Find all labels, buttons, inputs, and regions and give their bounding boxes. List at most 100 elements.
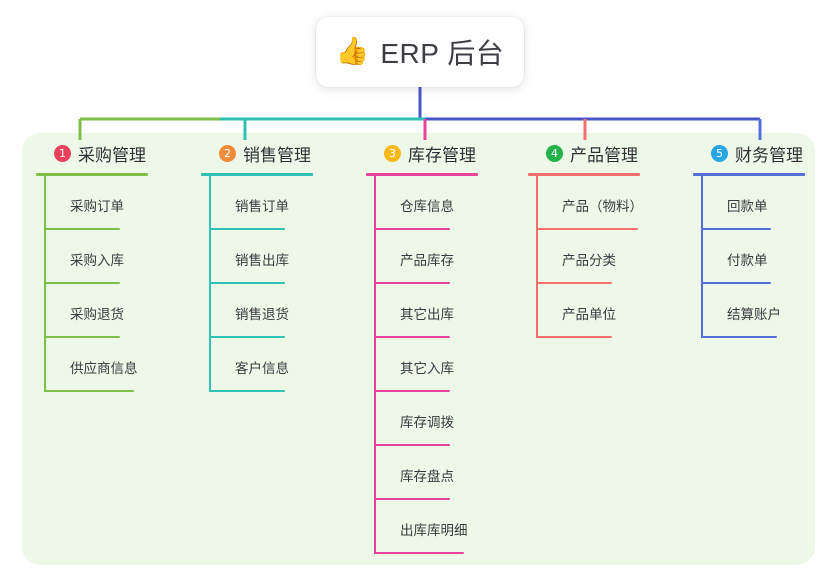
branch-item-label: 采购订单: [70, 199, 124, 214]
branch-item[interactable]: 采购订单: [44, 176, 124, 230]
branch-item-underline: [374, 552, 464, 554]
branch-header-5[interactable]: 5 财务管理: [693, 140, 805, 166]
branch-item[interactable]: 产品单位: [536, 284, 616, 338]
branch-item-underline: [209, 336, 285, 338]
branch-item-label: 采购退货: [70, 307, 124, 322]
branch-item[interactable]: 销售退货: [209, 284, 289, 338]
branch-item[interactable]: 付款单: [701, 230, 775, 284]
branch-item-underline: [209, 228, 285, 230]
branch-underline-1: [36, 173, 148, 176]
branch-item-label: 结算账户: [727, 307, 781, 322]
branch-badge-4: 4: [546, 144, 563, 162]
branch-item-label: 产品库存: [400, 253, 454, 268]
branch-item-underline: [701, 282, 771, 284]
root-title: ERP 后台: [380, 38, 505, 69]
branch-item[interactable]: 库存调拨: [374, 392, 454, 446]
branch-underline-2: [201, 173, 313, 176]
branch-items-1: 采购订单采购入库采购退货供应商信息: [36, 176, 148, 392]
branch-underline-5: [693, 173, 805, 176]
branch-item-underline: [44, 228, 120, 230]
branches-panel: [22, 133, 815, 565]
branch-spine-5: [701, 176, 703, 338]
branch-item-underline: [374, 282, 450, 284]
branch-item[interactable]: 供应商信息: [44, 338, 138, 392]
branch-item-underline: [701, 336, 777, 338]
branch-item[interactable]: 客户信息: [209, 338, 289, 392]
branch-item-underline: [44, 282, 120, 284]
branch-column-1: 1 采购管理采购订单采购入库采购退货供应商信息: [36, 140, 148, 392]
branch-badge-1: 1: [54, 144, 71, 162]
branch-items-3: 仓库信息产品库存其它出库其它入库库存调拨库存盘点出库库明细: [366, 176, 478, 554]
branch-item[interactable]: 采购退货: [44, 284, 124, 338]
branch-items-5: 回款单付款单结算账户: [693, 176, 805, 338]
branch-title-3: 库存管理: [408, 145, 476, 165]
branch-item[interactable]: 仓库信息: [374, 176, 454, 230]
branch-item[interactable]: 产品（物料）: [536, 176, 643, 230]
branch-item-label: 供应商信息: [70, 361, 138, 376]
branch-item[interactable]: 采购入库: [44, 230, 124, 284]
branch-item[interactable]: 产品分类: [536, 230, 616, 284]
branch-title-1: 采购管理: [78, 145, 146, 165]
branch-column-2: 2 销售管理销售订单销售出库销售退货客户信息: [201, 140, 313, 392]
branch-spine-1: [44, 176, 46, 392]
branch-title-2: 销售管理: [243, 145, 311, 165]
branch-item-label: 付款单: [727, 253, 768, 268]
branch-header-3[interactable]: 3 库存管理: [366, 140, 478, 166]
branch-item[interactable]: 销售出库: [209, 230, 289, 284]
branch-item-label: 库存盘点: [400, 469, 454, 484]
branch-item-label: 其它出库: [400, 307, 454, 322]
branch-column-5: 5 财务管理回款单付款单结算账户: [693, 140, 805, 338]
branch-item-label: 回款单: [727, 199, 768, 214]
branch-item-label: 客户信息: [235, 361, 289, 376]
branch-item-underline: [209, 282, 285, 284]
branch-title-5: 财务管理: [735, 145, 803, 165]
branch-item-underline: [374, 336, 450, 338]
branch-item[interactable]: 结算账户: [701, 284, 781, 338]
branch-column-3: 3 库存管理仓库信息产品库存其它出库其它入库库存调拨库存盘点出库库明细: [366, 140, 478, 554]
branch-item[interactable]: 出库库明细: [374, 500, 468, 554]
branch-underline-4: [528, 173, 640, 176]
branch-item-label: 销售退货: [235, 307, 289, 322]
branch-items-4: 产品（物料） 产品分类产品单位: [528, 176, 643, 338]
branch-item-label: 仓库信息: [400, 199, 454, 214]
thumbs-up-icon: 👍: [335, 35, 370, 67]
branch-spine-4: [536, 176, 538, 338]
branch-item-underline: [536, 336, 612, 338]
branch-item[interactable]: 其它出库: [374, 284, 454, 338]
branch-item-label: 产品分类: [562, 253, 616, 268]
branch-badge-2: 2: [219, 144, 236, 162]
branch-item-underline: [374, 228, 450, 230]
branch-item-label: 销售订单: [235, 199, 289, 214]
branch-item-label: 库存调拨: [400, 415, 454, 430]
branch-item-label: 销售出库: [235, 253, 289, 268]
branch-badge-3: 3: [384, 144, 401, 162]
branch-item-label: 产品（物料）: [562, 199, 643, 214]
branch-underline-3: [366, 173, 478, 176]
branch-item-label: 产品单位: [562, 307, 616, 322]
branch-item-underline: [44, 336, 120, 338]
branch-item-underline: [374, 444, 450, 446]
branch-item-label: 其它入库: [400, 361, 454, 376]
branch-items-2: 销售订单销售出库销售退货客户信息: [201, 176, 313, 392]
branch-item-underline: [44, 390, 134, 392]
root-node[interactable]: 👍 ERP 后台: [316, 17, 524, 87]
branch-item-underline: [701, 228, 771, 230]
branch-item-underline: [536, 282, 612, 284]
branch-item-label: 采购入库: [70, 253, 124, 268]
branch-item-underline: [374, 498, 450, 500]
branch-item[interactable]: 其它入库: [374, 338, 454, 392]
branch-header-2[interactable]: 2 销售管理: [201, 140, 313, 166]
branch-spine-2: [209, 176, 211, 392]
branch-item[interactable]: 产品库存: [374, 230, 454, 284]
branch-item[interactable]: 销售订单: [209, 176, 289, 230]
branch-item-underline: [374, 390, 450, 392]
branch-badge-5: 5: [711, 144, 728, 162]
branch-header-1[interactable]: 1 采购管理: [36, 140, 148, 166]
branch-item[interactable]: 回款单: [701, 176, 775, 230]
branch-spine-3: [374, 176, 376, 554]
branch-item-underline: [536, 228, 638, 230]
branch-item[interactable]: 库存盘点: [374, 446, 454, 500]
